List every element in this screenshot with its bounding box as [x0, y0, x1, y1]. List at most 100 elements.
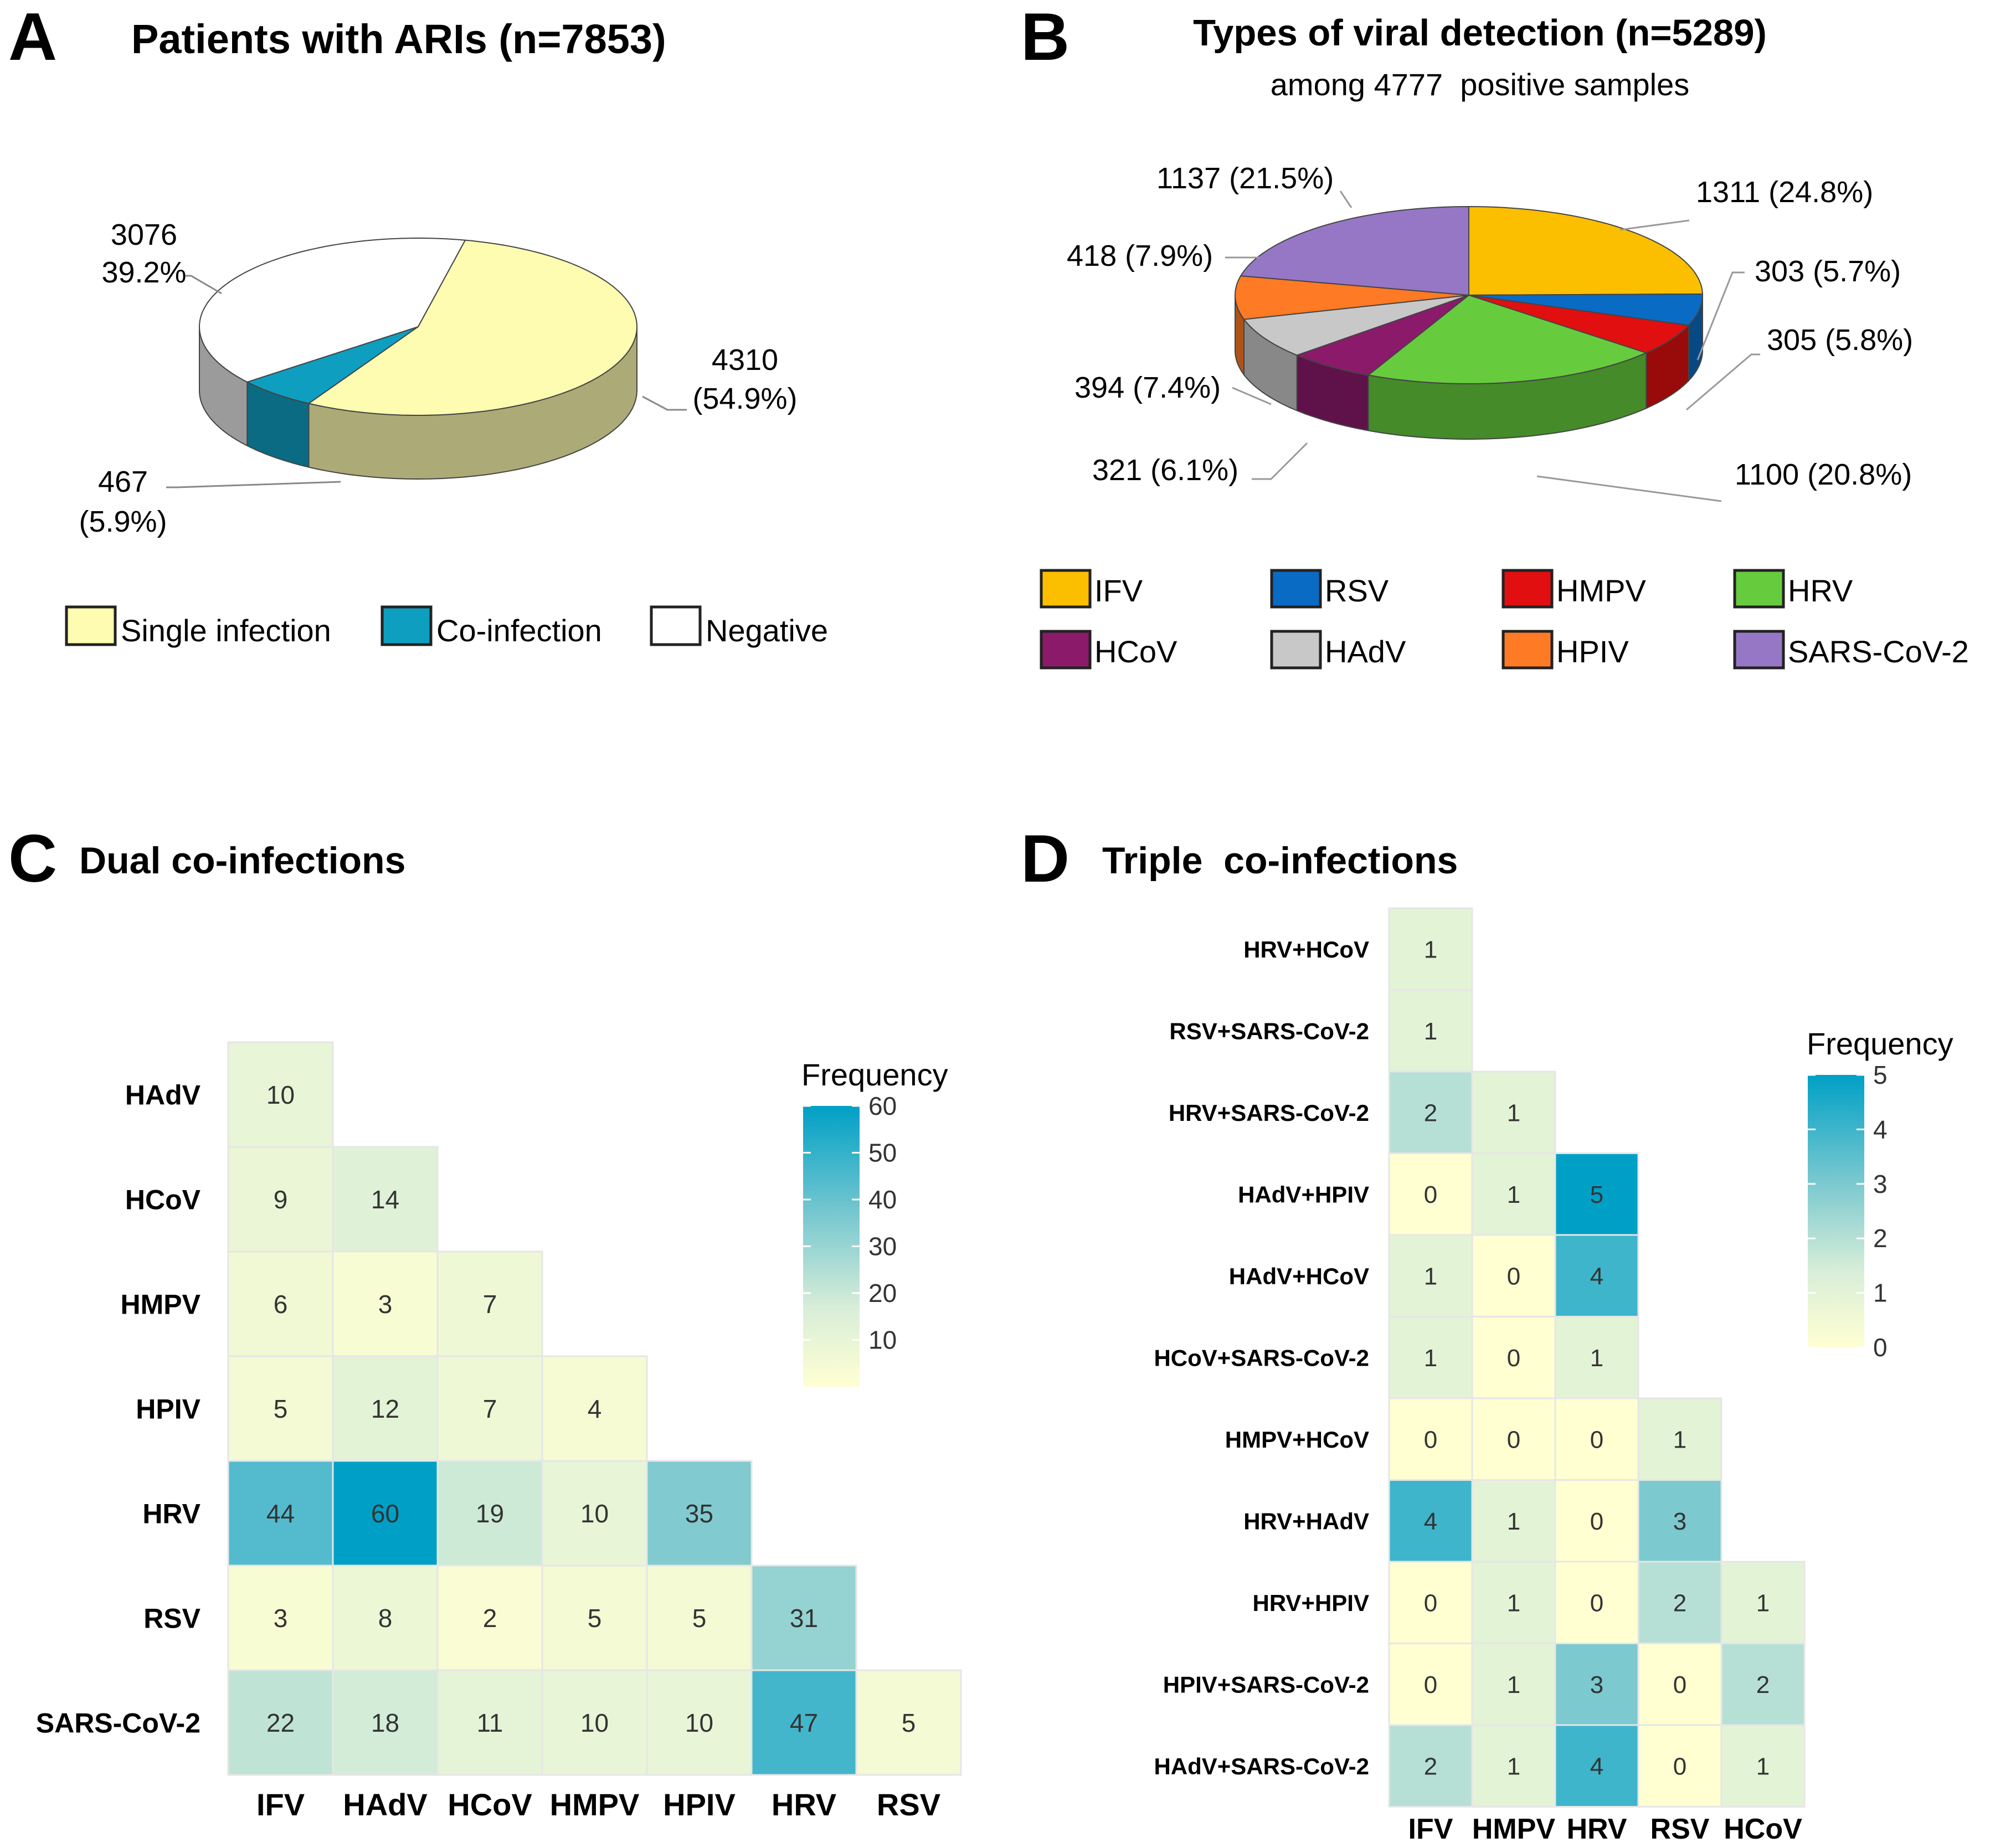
legend-swatch-hpiv [1502, 630, 1554, 670]
heat-c-cell-value: 5 [588, 1604, 602, 1633]
heat-c-cell-value: 10 [685, 1708, 713, 1737]
heat-d-cell-hpiv-sars-cov-2-rsv [1637, 1643, 1722, 1726]
heat-c-cell-value: 35 [685, 1499, 713, 1528]
pie-b-leader-hrv [1536, 475, 1722, 502]
heat-d-y-label-hadv-hcov: HAdV+HCoV [1229, 1263, 1369, 1289]
heat-c-cell-value: 47 [790, 1708, 818, 1737]
heat-c-x-label-ifv: IFV [256, 1787, 305, 1822]
heat-d-cell-value: 0 [1673, 1671, 1686, 1698]
heat-c-cell-rsv-hpiv [646, 1564, 753, 1671]
pie-b-slice-hpiv [1234, 275, 1469, 320]
legend-swatch-ifv [1040, 569, 1092, 609]
heat-c-colorbar-tick-label: 10 [868, 1326, 897, 1355]
heat-c-cell-value: 12 [371, 1394, 399, 1423]
legend-label-sars-cov-2: SARS-CoV-2 [1788, 634, 1969, 669]
legend-a: Single infection Co-infection Negative [65, 605, 828, 648]
heat-c-colorbar-tick-label: 20 [868, 1279, 897, 1308]
legend-label-co-infection: Co-infection [436, 613, 602, 648]
heat-d-cell-hrv-hpiv-rsv [1637, 1561, 1722, 1644]
legend-label-hcov: HCoV [1094, 634, 1177, 669]
heat-d-cell-value: 3 [1590, 1671, 1603, 1698]
heat-d-cell-value: 0 [1424, 1590, 1437, 1617]
heat-d-cell-rsv-sars-cov-2-ifv [1388, 989, 1473, 1073]
pie-a-label-pct-co-infection: (5.9%) [79, 505, 167, 538]
heat-c-colorbar [803, 1106, 860, 1387]
heat-c-cell-value: 14 [371, 1185, 399, 1214]
heat-c-cell-value: 60 [371, 1499, 399, 1528]
heat-c-x-label-hpiv: HPIV [663, 1787, 736, 1822]
heat-c-cell-value: 5 [692, 1604, 707, 1633]
legend-swatch-rsv [1270, 569, 1322, 609]
heat-c-cell-value: 18 [371, 1708, 399, 1737]
heat-d-cell-value: 0 [1507, 1263, 1520, 1290]
pie-a-slice-co-infection [245, 326, 419, 404]
heat-d-cell-value: 1 [1424, 1345, 1437, 1372]
heat-c-cell-sars-cov-2-ifv [227, 1669, 334, 1776]
heat-c-y-label-hrv: HRV [142, 1499, 200, 1530]
heat-c-cell-rsv-hadv [332, 1564, 439, 1671]
heat-d-cell-value: 1 [1590, 1345, 1603, 1372]
heat-c-cell-value: 44 [266, 1499, 295, 1528]
heat-c-x-label-hmpv: HMPV [550, 1787, 640, 1822]
heat-c-cell-value: 11 [477, 1708, 503, 1737]
heat-d-cell-hadv-sars-cov-2-ifv [1388, 1724, 1473, 1808]
heat-d-cell-value: 0 [1590, 1427, 1603, 1454]
legend-item-hcov: HCoV [1040, 630, 1177, 670]
heat-d-colorbar-tick-label: 2 [1873, 1224, 1888, 1253]
heat-c-cell-value: 9 [274, 1185, 288, 1214]
pie-a-leader-co-infection [166, 481, 341, 488]
heat-d-x-label-hcov: HCoV [1724, 1813, 1802, 1845]
heat-c-cell-hrv-ifv [227, 1460, 334, 1567]
heat-d-colorbar-tick-label: 4 [1873, 1115, 1888, 1144]
heat-d-cell-hmpv-hcov-ifv [1388, 1397, 1473, 1481]
pie-b-label-sars-cov-2: 1137 (21.5%) [1156, 162, 1334, 195]
pie-a-slice-single-infection [307, 239, 638, 416]
legend-item-sars-cov-2: SARS-CoV-2 [1733, 630, 1969, 670]
heat-d-cell-value: 0 [1424, 1671, 1437, 1698]
legend-item-ifv: IFV [1040, 569, 1143, 609]
heat-c-cell-value: 19 [476, 1499, 504, 1528]
legend-swatch-negative [650, 605, 702, 646]
legend-item-negative: Negative [650, 605, 828, 648]
heat-c-cell-value: 7 [483, 1290, 497, 1319]
heat-d-cell-hadv-sars-cov-2-rsv [1637, 1724, 1722, 1808]
pie-a-slice-negative [198, 238, 466, 383]
heat-c-cell-value: 10 [580, 1708, 609, 1737]
legend-item-rsv: RSV [1270, 569, 1389, 609]
heat-d-colorbar-tick-label: 0 [1873, 1333, 1888, 1362]
legend-swatch-hrv [1733, 569, 1785, 609]
legend-label-negative: Negative [706, 613, 828, 648]
heat-d-cell-hadv-sars-cov-2-hrv [1554, 1724, 1639, 1808]
panel-d-title: Triple co-infections [1102, 840, 1458, 882]
heat-c-cell-value: 5 [902, 1708, 916, 1737]
legend-label-ifv: IFV [1094, 573, 1143, 608]
heat-d-cell-value: 0 [1590, 1508, 1603, 1535]
legend-item-hpiv: HPIV [1502, 630, 1629, 670]
heat-c-y-label-sars-cov-2: SARS-CoV-2 [36, 1708, 200, 1739]
panel-b-subtitle: among 4777 positive samples [1271, 67, 1689, 102]
pie-a-label-count-co-infection: 467 [98, 465, 148, 498]
pie-b-slice-ifv [1468, 205, 1704, 296]
heat-d-cell-value: 1 [1424, 1263, 1437, 1290]
heat-d-y-label-hpiv-sars-cov-2: HPIV+SARS-CoV-2 [1163, 1671, 1369, 1697]
heat-d-cell-value: 1 [1507, 1508, 1520, 1535]
heat-d-cell-value: 0 [1507, 1345, 1520, 1372]
panel-b-title: Types of viral detection (n=5289) [1193, 12, 1767, 54]
heat-c-cell-value: 3 [274, 1604, 288, 1633]
heat-d-colorbar [1808, 1075, 1864, 1347]
panel-letter-d: D [1021, 821, 1069, 896]
heat-d-cell-value: 2 [1673, 1590, 1686, 1617]
legend-swatch-sars-cov-2 [1733, 630, 1785, 670]
heat-d-cell-hrv-hadv-rsv [1637, 1479, 1722, 1563]
legend-swatch-hmpv [1502, 569, 1554, 609]
heat-d-cell-hmpv-hcov-rsv [1637, 1397, 1722, 1481]
pie-b-slice-hrv [1367, 294, 1648, 385]
heat-d-cell-hcov-sars-cov-2-hmpv [1471, 1316, 1556, 1399]
heat-c-cell-value: 31 [790, 1604, 818, 1633]
heat-c-y-label-hadv: HAdV [125, 1080, 201, 1111]
legend-label-hadv: HAdV [1325, 634, 1406, 669]
heat-d-cell-hrv-hpiv-hrv [1554, 1561, 1639, 1644]
legend-swatch-hcov [1040, 630, 1092, 670]
